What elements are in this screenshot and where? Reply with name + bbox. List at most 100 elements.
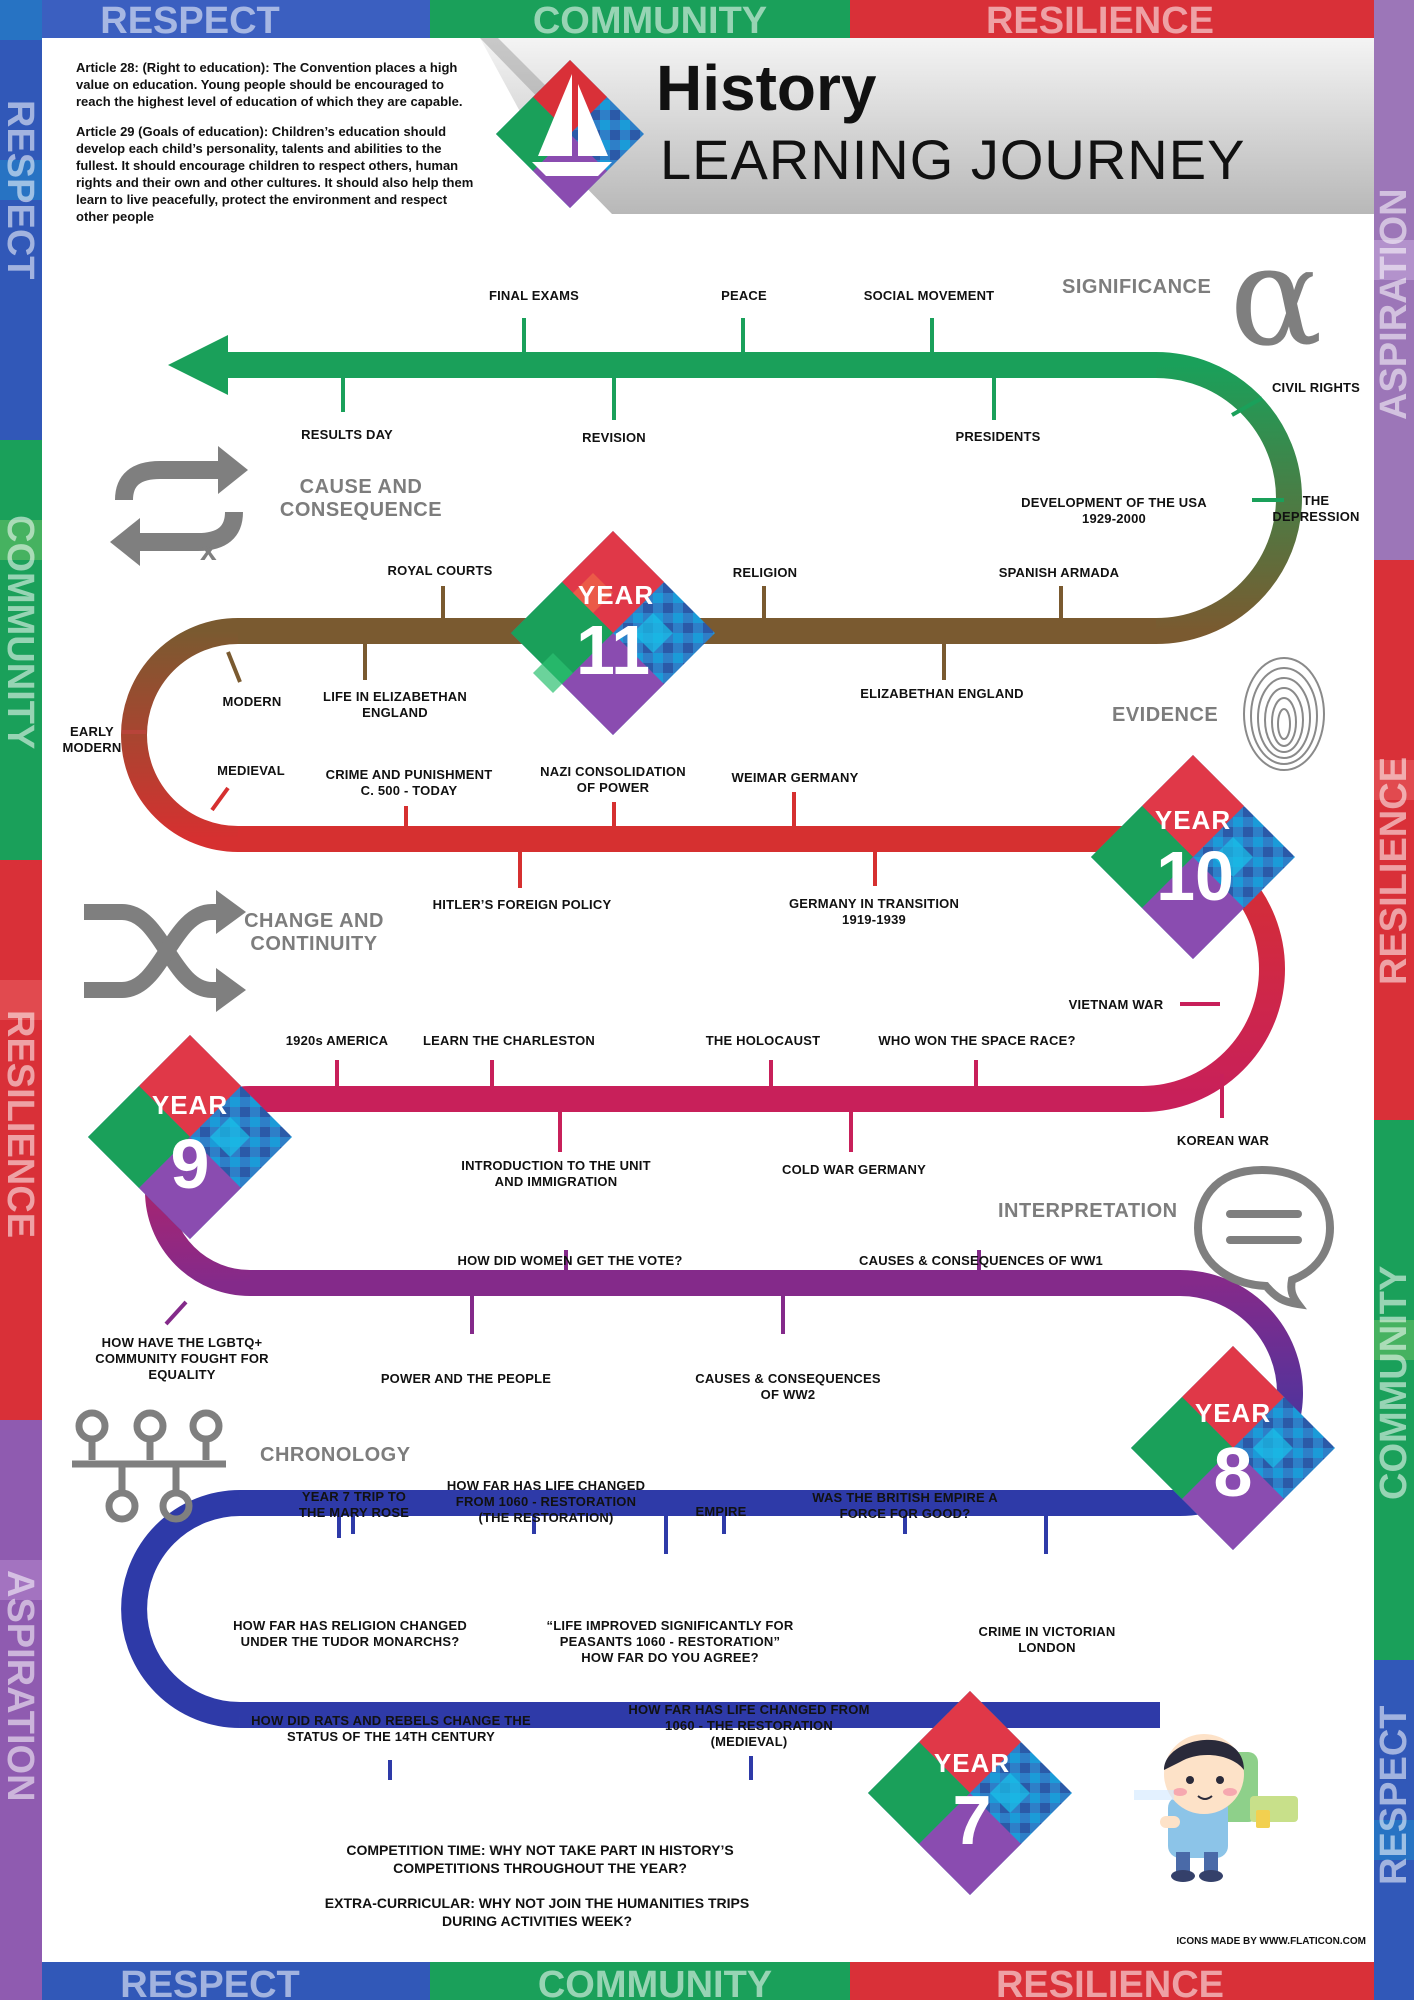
skill-significance: SIGNIFICANCE [1062,276,1212,298]
year-10-label: YEAR [1154,805,1232,835]
year-9-number: 9 [170,1125,210,1203]
article-28-text: Article 28: (Right to education): The Co… [76,60,463,109]
topic-elizabethan-life: LIFE IN ELIZABETHAN ENGLAND [323,689,467,720]
page-title: History [656,52,877,124]
border-word-top-2: COMMUNITY [533,0,767,42]
timeline-nodes-icon [72,1409,226,1523]
topic-rats-rebels: HOW DID RATS AND REBELS CHANGE THE STATU… [251,1713,531,1744]
topic-empire: EMPIRE [695,1504,747,1519]
topic-korean: KOREAN WAR [1176,1133,1270,1148]
border-word-left-2: COMMUNITY [0,515,41,749]
svg-text:x: x [200,534,217,567]
border-word-right-4: RESPECT [1373,1706,1414,1885]
topic-ww2: CAUSES & CONSEQUENCES OF WW2 [695,1371,881,1402]
topic-lgbtq: HOW HAVE THE LGBTQ+ COMMUNITY FOUGHT FOR… [95,1335,269,1382]
year-8-number: 8 [1213,1433,1253,1511]
year-10-number: 10 [1156,837,1234,915]
border-word-bottom-2: COMMUNITY [538,1964,772,2000]
year-9-diamond [88,1035,292,1239]
year-11-number: 11 [576,611,650,689]
topic-weimar: WEIMAR GERMANY [731,770,859,785]
topic-nazi: NAZI CONSOLIDATION OF POWER [540,764,686,795]
skill-cause-consequence: CAUSE AND CONSEQUENCE [279,476,443,521]
topic-elizabethan-england: ELIZABETHAN ENGLAND [860,686,1024,701]
topic-life-changed-medieval: HOW FAR HAS LIFE CHANGED FROM 1060 - THE… [628,1702,870,1749]
topic-civil-rights: CIVIL RIGHTS [1271,380,1361,395]
border-word-top-3: RESILIENCE [986,0,1214,42]
topic-tudor-religion: HOW FAR HAS RELIGION CHANGED UNDER THE T… [233,1618,467,1649]
border-word-top-1: RESPECT [100,0,279,42]
topic-medieval: MEDIEVAL [217,763,285,778]
topic-1920s-america: 1920s AMERICA [285,1033,389,1048]
shuffle-icon [84,890,246,1012]
year-7-number: 7 [952,1781,992,1859]
student-backpack-icon [1134,1734,1298,1882]
fingerprint-icon [1243,657,1325,771]
topic-crime-punishment: CRIME AND PUNISHMENT C. 500 - TODAY [325,767,493,798]
article-text-block: Article 28: (Right to education): The Co… [76,59,476,238]
year-11-label: YEAR [577,580,655,610]
skill-interpretation: INTERPRETATION [998,1200,1178,1222]
topic-final-exams: FINAL EXAMS [488,288,580,303]
year-8-diamond [1131,1346,1335,1550]
year-11-diamond [511,531,715,735]
topic-usa: DEVELOPMENT OF THE USA 1929-2000 [1021,495,1207,526]
topic-cold-war: COLD WAR GERMANY [781,1162,927,1177]
border-word-left-1: RESPECT [0,100,41,279]
border-word-left-3: RESILIENCE [0,1010,41,1238]
topic-peasants: “LIFE IMPROVED SIGNIFICANTLY FOR PEASANT… [546,1618,794,1665]
page-subtitle: LEARNING JOURNEY [660,128,1246,191]
year-7-label: YEAR [933,1748,1011,1778]
topic-depression: THE DEPRESSION [1272,493,1360,524]
topic-presidents: PRESIDENTS [955,429,1041,444]
topic-holocaust: THE HOLOCAUST [705,1033,821,1048]
year-10-diamond [1091,755,1295,959]
year-9-label: YEAR [151,1090,229,1120]
topic-vietnam: VIETNAM WAR [1068,997,1164,1012]
topic-immigration: INTRODUCTION TO THE UNIT AND IMMIGRATION [461,1158,651,1189]
competition-note: COMPETITION TIME: WHY NOT TAKE PART IN H… [346,1842,734,1876]
extra-curricular-note: EXTRA-CURRICULAR: WHY NOT JOIN THE HUMAN… [324,1895,750,1929]
border-word-right-1: ASPIRATION [1373,188,1414,420]
topic-revision: REVISION [582,430,646,445]
alpha-icon: α [1229,216,1322,377]
topic-victorian-crime: CRIME IN VICTORIAN LONDON [978,1624,1116,1655]
topic-hitler: HITLER’S FOREIGN POLICY [432,897,612,912]
border-word-bottom-1: RESPECT [120,1964,299,2000]
year-7-diamond [868,1691,1072,1895]
border-word-bottom-3: RESILIENCE [996,1964,1224,2000]
topic-germany-transition: GERMANY IN TRANSITION 1919-1939 [788,896,960,927]
topic-life-changed-restoration: HOW FAR HAS LIFE CHANGED FROM 1060 - RES… [446,1478,646,1525]
border-word-right-2: RESILIENCE [1373,757,1414,985]
topic-modern: MODERN [222,694,282,709]
topic-religion: RELIGION [732,565,798,580]
skill-chronology: CHRONOLOGY [260,1444,411,1466]
topic-spanish-armada: SPANISH ARMADA [998,565,1120,580]
article-29-text: Article 29 (Goals of education): Childre… [76,124,474,224]
cycle-arrows-icon: x [110,446,248,567]
skill-evidence: EVIDENCE [1112,704,1219,726]
topic-early-modern: EARLY MODERN [62,724,122,755]
topic-ww1: CAUSES & CONSEQUENCES OF WW1 [859,1253,1103,1268]
topic-peace: PEACE [721,288,767,303]
skill-change-continuity: CHANGE AND CONTINUITY [244,910,384,955]
icon-credits: ICONS MADE BY WWW.FLATICON.COM [1176,1936,1366,1947]
topic-social-movement: SOCIAL MOVEMENT [863,288,995,303]
topic-power-people: POWER AND THE PEOPLE [380,1371,552,1386]
topic-royal-courts: ROYAL COURTS [387,563,493,578]
school-logo [496,60,644,208]
border-word-right-3: COMMUNITY [1373,1266,1414,1500]
year-8-label: YEAR [1194,1398,1272,1428]
topic-british-empire: WAS THE BRITISH EMPIRE A FORCE FOR GOOD? [812,1490,998,1521]
topic-space-race: WHO WON THE SPACE RACE? [878,1033,1076,1048]
topic-women-vote: HOW DID WOMEN GET THE VOTE? [457,1253,683,1268]
timeline-ticks [122,318,1284,1780]
border-word-left-4: ASPIRATION [0,1570,41,1802]
svg-text:α: α [1229,216,1322,377]
topic-charleston: LEARN THE CHARLESTON [422,1033,596,1048]
speech-bubble-icon [1193,1165,1335,1310]
topic-results-day: RESULTS DAY [301,427,393,442]
topic-mary-rose: YEAR 7 TRIP TO THE MARY ROSE [298,1489,410,1520]
